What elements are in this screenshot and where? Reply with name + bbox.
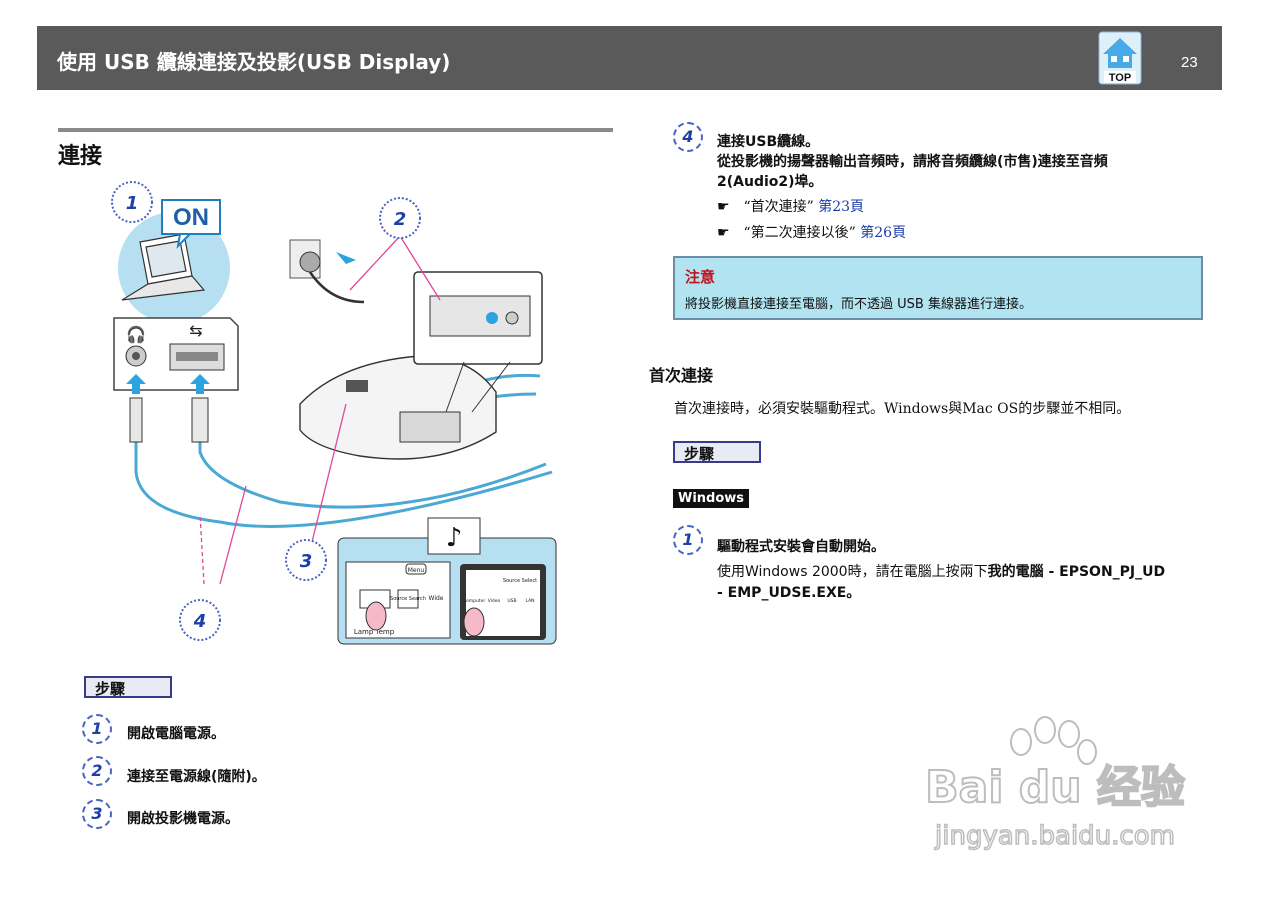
watermark-url: jingyan.baidu.com: [934, 821, 1175, 851]
source-search-label: Source Search: [390, 596, 426, 602]
page-title: 使用 USB 纜線連接及投影(USB Display): [57, 50, 451, 74]
music-note-icon: ♪: [446, 523, 463, 553]
on-callout: ON: [161, 199, 221, 249]
remote-computer-label: Computer: [463, 598, 486, 604]
windows-badge: Windows: [673, 489, 750, 508]
pointing-hand-icon: ☛: [717, 225, 730, 241]
audio-plug: [129, 397, 143, 443]
win-step-1-title: 驅動程式安裝會自動開始。: [717, 539, 885, 555]
control-panel-inset: Menu Source Search Wide Lamp Temp Source…: [337, 517, 557, 645]
sound-callout: [427, 517, 481, 555]
win-step-1-desc-pre: 使用Windows 2000時，請在電腦上按兩下: [717, 564, 988, 580]
reference-2-link[interactable]: 第26頁: [860, 225, 907, 241]
win-step-1-desc-bold: 我的電腦 - EPSON_PJ_UD: [987, 564, 1166, 580]
win-step-1-desc-line2: - EMP_UDSE.EXE。: [717, 585, 861, 601]
port-panel: 🎧 ⇆: [113, 317, 239, 391]
reference-2-text: “第二次連接以後”: [743, 225, 856, 241]
step-4-title: 連接USB纜線。: [717, 134, 820, 150]
callout-lines: [199, 235, 441, 585]
watermark-brand: Bai du 经验: [925, 762, 1185, 813]
finger-icon: [365, 601, 387, 631]
callout-3: 3: [285, 539, 327, 581]
remote-lan-label: LAN: [525, 598, 534, 604]
step-4-desc-line2: 2(Audio2)埠。: [717, 174, 823, 190]
first-connect-text: 首次連接時，必須安裝驅動程式。Windows與Mac OS的步驟並不相同。: [674, 401, 1131, 417]
paw-icon: [1010, 716, 1097, 765]
step-4-desc-line1: 從投影機的揚聲器輸出音頻時，請將音頻纜線(市售)連接至音頻: [717, 154, 1108, 170]
callout-1: 1: [111, 181, 153, 223]
win-step-1-number: 1: [673, 525, 703, 555]
step-3-text: 開啟投影機電源。: [127, 811, 239, 827]
win-step-1-desc: 使用Windows 2000時，請在電腦上按兩下我的電腦 - EPSON_PJ_…: [717, 561, 1165, 581]
headphone-icon: 🎧: [126, 325, 146, 344]
remote-source-select-label: Source Select: [503, 578, 537, 584]
connection-illustration: ON 🎧 ⇆: [111, 181, 557, 645]
section-title: 連接: [58, 144, 103, 169]
note-title: 注意: [685, 268, 716, 286]
usb-icon: ⇆: [189, 321, 202, 340]
reference-1-text: “首次連接”: [743, 199, 814, 215]
top-button[interactable]: TOP: [1097, 30, 1143, 86]
callout-2: 2: [379, 197, 421, 239]
laptop-icon: [121, 233, 206, 301]
section-rule: [58, 128, 613, 132]
projector-icon: [299, 355, 497, 460]
on-label: ON: [173, 204, 209, 231]
step-3-number: 3: [82, 799, 112, 829]
callout-4: 4: [179, 599, 221, 641]
page-header: 使用 USB 纜線連接及投影(USB Display) TOP 23: [37, 26, 1222, 90]
callout-1-label: 1: [126, 193, 139, 214]
step-1-number: 1: [82, 714, 112, 744]
usb-plug: [191, 397, 209, 443]
callout-2-label: 2: [394, 209, 407, 230]
step-2-number: 2: [82, 756, 112, 786]
remote-video-label: Video: [488, 598, 501, 604]
reference-1[interactable]: ☛ “首次連接” 第23頁: [717, 196, 864, 216]
callout-4-label: 4: [193, 611, 207, 632]
pointing-hand-icon: ☛: [717, 199, 730, 215]
finger-icon: [463, 607, 485, 637]
page-number: 23: [1181, 54, 1198, 71]
steps-label-box-right: 步驟: [673, 441, 761, 463]
reference-2[interactable]: ☛ “第二次連接以後” 第26頁: [717, 222, 906, 242]
first-connect-heading: 首次連接: [649, 366, 714, 385]
lamp-temp-label: Lamp Temp: [354, 628, 395, 636]
baidu-watermark: Bai du 经验 jingyan.baidu.com: [924, 716, 1186, 852]
menu-label: Menu: [408, 567, 425, 574]
note-box: 注意 將投影機直接連接至電腦，而不透過 USB 集線器進行連接。: [673, 256, 1203, 320]
step-4-number: 4: [673, 122, 703, 152]
plug-arrows: [126, 374, 210, 394]
remote-usb-label: USB: [507, 598, 516, 604]
step-2-text: 連接至電源線(隨附)。: [127, 769, 266, 785]
reference-1-link[interactable]: 第23頁: [818, 199, 865, 215]
port-zoom-inset: [413, 271, 543, 413]
note-text: 將投影機直接連接至電腦，而不透過 USB 集線器進行連接。: [685, 297, 1032, 312]
step-1-text: 開啟電腦電源。: [127, 726, 225, 742]
wide-label: Wide: [429, 595, 444, 602]
power-outlet: [289, 239, 365, 304]
callout-3-label: 3: [300, 551, 313, 572]
top-label: TOP: [1109, 72, 1131, 84]
house-icon: TOP: [1098, 31, 1142, 85]
steps-label-box: 步驟: [84, 676, 172, 698]
